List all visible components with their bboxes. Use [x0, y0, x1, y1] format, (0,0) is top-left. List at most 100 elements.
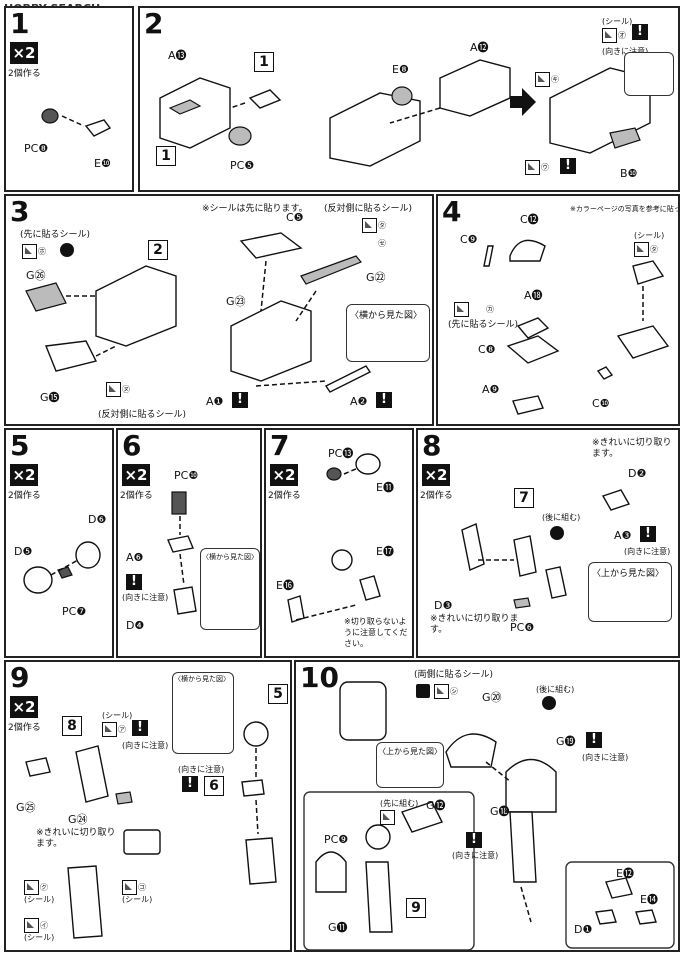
caution-icon: !	[376, 392, 392, 408]
step-10-panel: 10 (両側に貼るシール) ㋛ G⑳ (後に組む) G⓳ ! (向きに注意) 〈…	[294, 660, 680, 952]
part-label: A❾	[482, 383, 500, 396]
step-1-illustration	[41, 108, 112, 137]
part-label: E⓱	[376, 545, 394, 558]
careful-cut-note: ※切り取らないように注意してください。	[344, 617, 408, 648]
sticker-id: ㋙	[138, 883, 146, 892]
step-8-panel: 8 ×2 2個作る 7 (後に組む) D❸ ※きれいに切り取ります。 PC❻ ※…	[416, 428, 680, 658]
caution-icon: !	[182, 776, 198, 792]
make-two-label: 2個作る	[8, 491, 41, 501]
part-label: A⓬	[470, 41, 489, 54]
part-label: G⓲	[490, 805, 510, 818]
part-label: G㉔	[68, 813, 88, 826]
side-view-box	[172, 672, 234, 754]
step-number: 9	[10, 661, 30, 694]
part-label: A⓲	[524, 289, 543, 302]
make-two-label: 2個作る	[420, 491, 453, 501]
sticker-icon	[634, 242, 649, 257]
top-view-title: 〈上から見た図〉	[378, 747, 442, 756]
sticker-id: ㋒	[541, 163, 549, 172]
step-4-panel: 4 ※カラーページの写真を参考に貼ってください。 C❾ C⓬ ㋕ (先に貼るシー…	[436, 194, 680, 426]
step-number: 8	[422, 429, 442, 462]
part-label: B❿	[620, 167, 638, 180]
sticker-icon	[102, 722, 117, 737]
side-view-title: 〈横から見た図〉	[174, 675, 230, 683]
step-7-illustration	[287, 453, 381, 623]
sticker-icon	[380, 810, 395, 825]
part-label: G㉕	[16, 801, 36, 814]
part-label: PC❽	[24, 142, 49, 155]
detail-view-box	[624, 52, 674, 96]
sticker-id: ㋗	[40, 883, 48, 892]
opposite-sticker-note: (反対側に貼るシール)	[98, 410, 187, 420]
step-1-panel: 1 ×2 2個作る PC❽ E❿	[4, 6, 134, 192]
caution-icon: !	[466, 832, 482, 848]
caution-icon: !	[586, 732, 602, 748]
step-6-panel: 6 ×2 2個作る PC❿ A❻ ! (向きに注意) D❹ 〈横から見た図〉	[116, 428, 262, 658]
part-label: E❿	[94, 157, 111, 170]
x2-badge: ×2	[422, 464, 450, 486]
caution-note: (向きに注意)	[624, 547, 671, 556]
part-label: G⓯	[40, 391, 60, 404]
subassembly-ref: 7	[514, 488, 534, 508]
sticker-id: ㋔	[618, 31, 626, 40]
subassembly-ref: 6	[204, 776, 224, 796]
subassembly-ref: 1	[254, 52, 274, 72]
part-label: D❻	[88, 513, 107, 526]
part-label: C❾	[460, 233, 478, 246]
caution-icon: !	[640, 526, 656, 542]
step-6-illustration	[167, 491, 197, 615]
part-label: PC❼	[62, 605, 87, 618]
step-9-illustration	[25, 679, 277, 939]
make-two-label: 2個作る	[8, 723, 41, 733]
sticker-id: ㋛	[450, 687, 458, 696]
sticker-first-note: ※シールは先に貼ります。	[202, 204, 308, 214]
part-label: D❷	[628, 467, 647, 480]
sticker-id: ㋭	[38, 247, 46, 256]
cut-clean-note: ※きれいに切り取ります。	[592, 438, 672, 459]
assemble-first-note: (先に組む)	[380, 799, 419, 808]
part-label: G⓬	[426, 799, 446, 812]
make-two-label: 2個作る	[8, 69, 41, 79]
color-page-note: ※カラーページの写真を参考に貼ってください。	[570, 205, 680, 213]
caution-note: (向きに注意)	[602, 47, 649, 56]
sticker-icon	[602, 28, 617, 43]
sticker-note: (シール)	[24, 895, 55, 904]
sticker-id: ㋕	[486, 305, 494, 314]
part-label: E⓬	[616, 867, 634, 880]
step-2-panel: 2 A⓭ 1 1 PC❺ E❽ A⓬ B❿ ㋔ ! (向きに注意) (シール) …	[138, 6, 680, 192]
first-sticker-note: (先に貼るシール)	[20, 230, 91, 240]
part-label: C❺	[286, 211, 304, 224]
top-view-box	[588, 562, 672, 622]
part-label: A❷	[350, 395, 368, 408]
make-two-label: 2個作る	[120, 491, 153, 501]
step-number: 3	[10, 195, 30, 228]
black-dot-icon	[550, 526, 564, 540]
assemble-after-note: (後に組む)	[542, 513, 581, 522]
caution-note: (向きに注意)	[178, 765, 225, 774]
caution-icon: !	[632, 24, 648, 40]
x2-badge: ×2	[10, 464, 38, 486]
step-8-illustration	[461, 489, 631, 609]
part-label: C⓬	[520, 213, 539, 226]
sticker-icon	[24, 918, 39, 933]
step-number: 7	[270, 429, 290, 462]
part-label: PC❻	[510, 621, 535, 634]
caution-note: (向きに注意)	[122, 741, 169, 750]
side-view-title: 〈横から見た図〉	[350, 311, 423, 321]
sticker-icon	[22, 244, 37, 259]
step-number: 10	[300, 661, 339, 694]
sticker-id: ㋦	[122, 385, 130, 394]
step-number: 5	[10, 429, 30, 462]
part-label: A❻	[126, 551, 144, 564]
part-label: C❿	[592, 397, 610, 410]
caution-icon: !	[232, 392, 248, 408]
make-two-label: 2個作る	[268, 491, 301, 501]
sticker-icon	[434, 684, 449, 699]
cut-clean-note: ※きれいに切り取ります。	[430, 614, 519, 635]
sticker-diamond-icon	[416, 684, 430, 698]
sticker-id: ㋐	[118, 725, 126, 734]
step-4-illustration	[483, 239, 670, 415]
subassembly-ref: 2	[148, 240, 168, 260]
part-label: PC❺	[230, 159, 255, 172]
part-label: E⓮	[640, 893, 658, 906]
